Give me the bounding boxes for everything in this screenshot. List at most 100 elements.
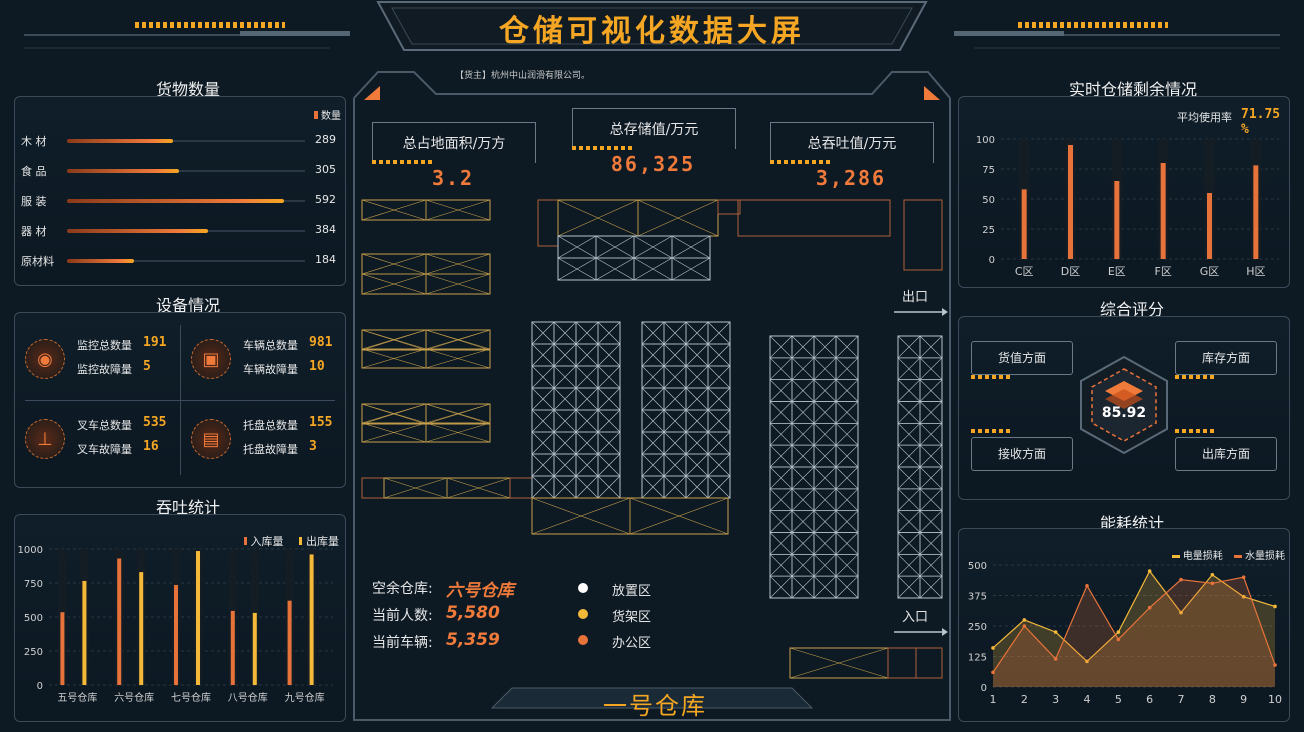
- data-point: [1116, 637, 1121, 642]
- company-label: 【货主】杭州中山润滑有限公司。: [455, 71, 591, 81]
- y-tick-label: 100: [976, 135, 995, 146]
- floor-cell-diag: [531, 497, 631, 535]
- floor-cell: [425, 273, 491, 295]
- floor-cell-diag: [663, 365, 687, 389]
- info-label: 当前车辆:: [372, 635, 433, 651]
- floor-cell-diag: [707, 365, 731, 389]
- floor-cell-diag: [633, 235, 673, 259]
- stat-area-box: 总占地面积/万方: [372, 122, 536, 163]
- floor-cell-diag: [791, 575, 815, 599]
- floor-cell-diag: [641, 321, 665, 345]
- floor-cell-diag: [361, 348, 427, 369]
- floor-cell-diag: [641, 475, 665, 499]
- data-point: [1179, 610, 1183, 615]
- floor-room: [915, 647, 943, 679]
- data-point: [1273, 604, 1277, 609]
- floor-cell-diag: [769, 575, 793, 599]
- goods-row-label: 木 材: [21, 135, 47, 148]
- x-tick-label: 八号仓库: [228, 691, 268, 704]
- info-value: 5,580: [446, 603, 500, 623]
- goods-row-value: 289: [315, 133, 336, 146]
- floor-cell-diag: [663, 321, 687, 345]
- page-title: 仓储可视化数据大屏: [499, 14, 805, 49]
- device-fault-label: 监控故障量: [77, 363, 132, 376]
- y-tick-label: 375: [968, 592, 987, 603]
- score-value: 85.92: [1101, 405, 1147, 421]
- floor-cell: [671, 257, 711, 281]
- devices-divider-h: [25, 400, 335, 401]
- floor-cell-diag: [813, 532, 837, 555]
- floor-cell-diag: [835, 401, 859, 424]
- floor-cell-diag: [425, 348, 491, 369]
- storage-bar: [1160, 163, 1166, 259]
- floor-cell-diag: [361, 199, 427, 221]
- floor-cell-diag: [707, 431, 731, 455]
- storage-bar: [1068, 145, 1073, 259]
- device-fault-label: 托盘故障量: [243, 443, 298, 456]
- floor-cell-diag: [685, 475, 709, 499]
- energy-legend: 电量损耗 水量损耗: [1171, 547, 1285, 562]
- goods-row-value: 592: [315, 193, 336, 206]
- score-item: 库存方面: [1175, 341, 1277, 375]
- floor-cell-diag: [707, 409, 731, 433]
- floor-cell-diag: [835, 532, 859, 555]
- data-point: [1116, 630, 1121, 634]
- warehouse-floorplan: [361, 199, 948, 679]
- x-tick-label: 8: [1209, 693, 1216, 706]
- goods-row-track: [67, 199, 305, 203]
- bar-in: [117, 558, 122, 685]
- floor-cell-diag: [597, 409, 621, 433]
- x-tick-label: F区: [1155, 265, 1172, 278]
- score-item: 接收方面: [971, 437, 1073, 471]
- floor-cell-diag: [575, 409, 599, 433]
- floor-cell-diag: [685, 343, 709, 367]
- floor-cell-diag: [553, 365, 577, 389]
- floor-cell-diag: [919, 466, 943, 490]
- area-fill: [993, 577, 1275, 687]
- x-tick-label: D区: [1061, 265, 1080, 278]
- truck-icon: ▣: [191, 339, 231, 379]
- throughput-legend: 入库量 出库量: [243, 533, 339, 549]
- legend-elec-label: 电量损耗: [1182, 551, 1223, 562]
- floor-cell-diag: [813, 554, 837, 577]
- score-item: 货值方面: [971, 341, 1073, 375]
- center-frame: [352, 68, 952, 722]
- floor-cell-diag: [791, 554, 815, 577]
- floor-cell-diag: [707, 321, 731, 345]
- storage-bar: [1207, 193, 1212, 259]
- floor-cell: [629, 497, 729, 535]
- floor-cell-diag: [425, 329, 491, 350]
- floor-room: [361, 477, 385, 499]
- floor-room: [887, 647, 917, 679]
- floor-cell-diag: [919, 554, 943, 577]
- floor-cell-diag: [361, 422, 427, 443]
- stat-throughput-value: 3,286: [815, 166, 887, 190]
- x-tick-label: 10: [1268, 693, 1282, 706]
- floor-cell-diag: [897, 335, 921, 359]
- floor-cell-diag: [791, 423, 815, 446]
- floor-cell-diag: [446, 477, 511, 499]
- floor-cell-diag: [575, 343, 599, 367]
- floor-cell-diag: [553, 409, 577, 433]
- floor-cell-diag: [641, 431, 665, 455]
- floor-room: [537, 199, 559, 247]
- floor-cell-diag: [553, 343, 577, 367]
- floor-cell-diag: [361, 253, 427, 275]
- floor-cell-diag: [791, 401, 815, 424]
- floor-cell-diag: [813, 575, 837, 599]
- floor-cell-diag: [813, 488, 837, 511]
- floor-cell-diag: [707, 475, 731, 499]
- bar-out: [252, 612, 257, 685]
- device-fault-value: 3: [309, 439, 317, 454]
- x-tick-label: C区: [1015, 265, 1034, 278]
- floor-cell-diag: [557, 235, 597, 259]
- floor-cell-diag: [685, 387, 709, 411]
- y-tick-label: 50: [982, 195, 995, 206]
- floor-cell-diag: [919, 379, 943, 402]
- bar-in: [287, 600, 292, 685]
- data-point: [1210, 581, 1215, 586]
- floor-cell-diag: [595, 235, 635, 259]
- floor-cell-diag: [769, 554, 793, 577]
- floor-cell-diag: [791, 357, 815, 380]
